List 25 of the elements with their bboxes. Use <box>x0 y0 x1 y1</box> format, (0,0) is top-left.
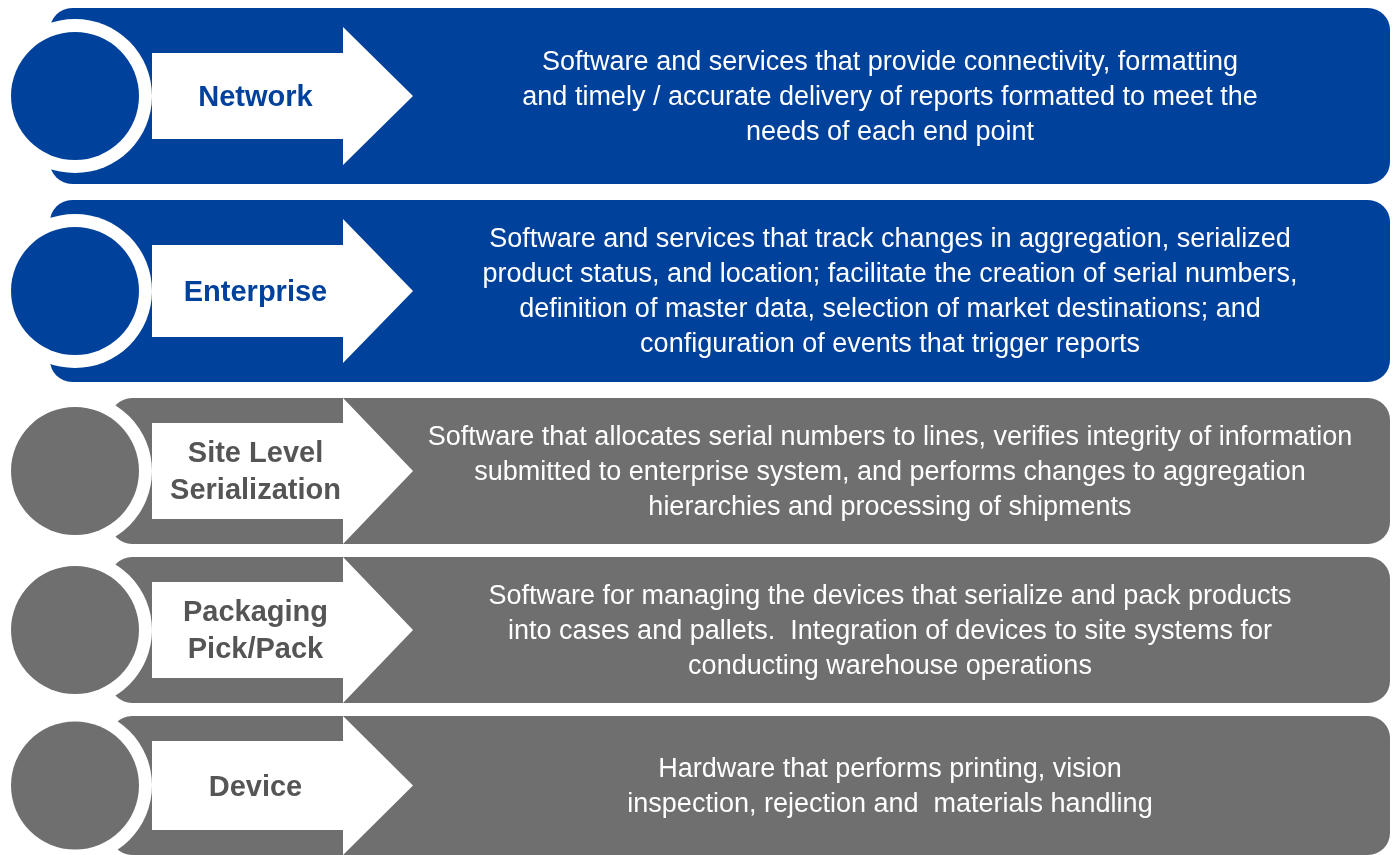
band <box>152 557 1390 703</box>
circle-marker <box>11 8 153 184</box>
level-label: Enterprise <box>182 273 329 309</box>
arrow-shape <box>152 557 413 703</box>
description-text: Software that allocates serial numbers to lines, verifies integrity of information submitted to enterprise system, and performs changes to aggregation hierarchies and processing of shipments <box>426 419 1354 523</box>
arrow-shape <box>152 716 413 855</box>
circle-marker <box>11 716 153 855</box>
arrow-shape <box>152 398 413 544</box>
circle-marker <box>11 557 153 703</box>
description-text: Hardware that performs printing, vision inspection, rejection and materials handling <box>626 751 1154 820</box>
arrow-shape <box>152 219 413 363</box>
level-label: Network <box>197 78 314 114</box>
level-label: Packaging Pick/Pack <box>181 594 330 666</box>
band <box>152 8 1390 184</box>
band <box>152 716 1390 855</box>
level-label: Device <box>207 768 304 803</box>
description-text: Software and services that track changes in aggregation, serialized product status, and location; facilitate the creation of serial numbers, definition of master data, selection of market destinations; and configuration of events that trigger reports <box>481 222 1299 360</box>
band <box>152 398 1390 544</box>
circle-marker <box>11 200 153 382</box>
band <box>152 200 1390 382</box>
description-text: Software and services that provide connectivity, formatting and timely / accurate delivery of reports formatted to meet the needs of each end point <box>521 44 1259 148</box>
circle-marker <box>11 398 153 544</box>
description-text: Software for managing the devices that serialize and pack products into cases and pallets. Integration of devices to site systems for conducting warehouse operations <box>487 578 1293 682</box>
level-label: Site Level Serialization <box>169 435 342 507</box>
arrow-shape <box>152 27 413 165</box>
